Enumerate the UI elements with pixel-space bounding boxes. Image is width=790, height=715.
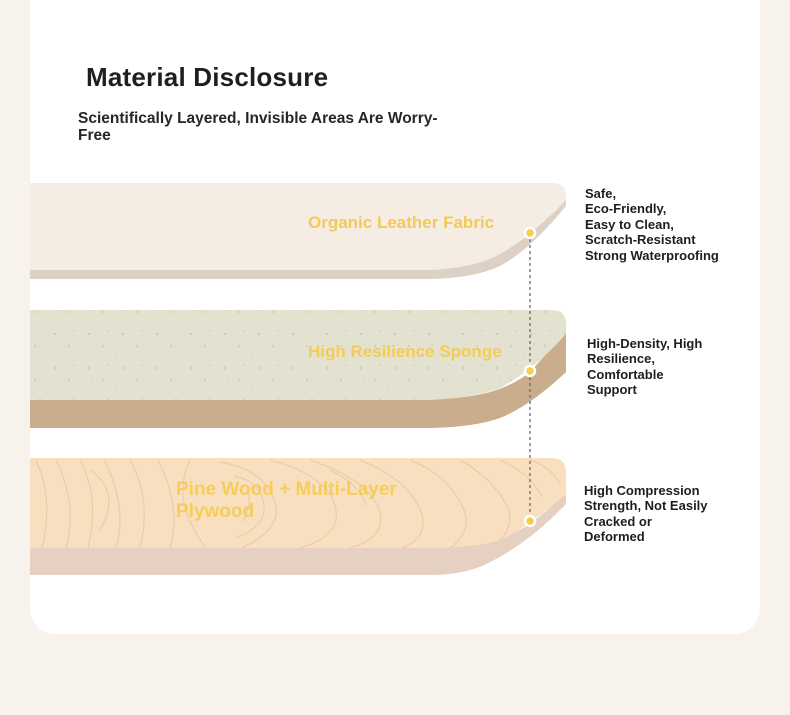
leather-layer-top [30,183,566,270]
sponge-layer-label: High Resilience Sponge [308,342,502,361]
sponge-layer-side [30,332,566,428]
wood-layer-marker [523,514,537,528]
leather-layer-label: Organic Leather Fabric [308,213,495,232]
sponge-layer-marker [523,364,537,378]
sponge-layer-texture [30,310,566,400]
leather-layer-marker [523,226,537,240]
wood-grain-lines [35,459,561,549]
wood-layer-bottom [30,494,566,575]
leather-layer [30,183,566,279]
material-layers-illustration [30,183,566,575]
wood-layer-top [30,458,566,548]
page-subtitle: Scientifically Layered, Invisible Areas … [78,110,438,144]
sponge-layer [30,310,566,428]
wood-layer [30,458,566,575]
material-disclosure-card: Material Disclosure Scientifically Layer… [30,0,760,634]
leather-layer-description: Safe,Eco-Friendly,Easy to Clean,Scratch-… [585,186,719,263]
page-title: Material Disclosure [86,62,329,92]
